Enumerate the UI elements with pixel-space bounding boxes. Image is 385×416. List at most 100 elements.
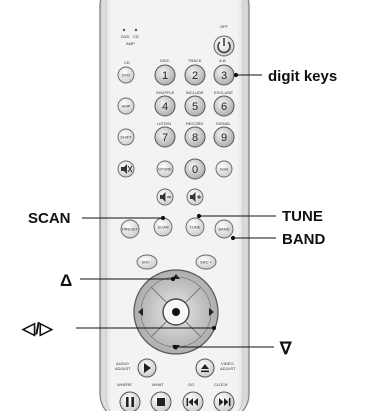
digit-6-label: 6 [221,101,227,113]
cd-indicator-label: CD [133,34,139,39]
digit-2-label: 2 [192,70,198,82]
audio-adjust-caption-2: ADJUST [115,366,131,371]
track-caption: TRACK [188,58,202,63]
digit-0-label: 0 [192,164,198,176]
band-button[interactable]: BAND [214,219,234,239]
dvd-led [122,28,126,32]
pause-button[interactable] [119,391,141,413]
select-dot-icon [172,308,180,316]
power-icon [217,38,231,54]
digit-3-button[interactable]: 3 [213,64,235,86]
volume-down-icon [160,192,171,202]
pause-icon [126,397,134,407]
what-caption: WHAT [152,382,164,387]
digit-6-button[interactable]: 6 [213,95,235,117]
disc-caption: DISC [160,58,170,63]
scan-button[interactable]: SCAN [153,217,173,237]
shift-label: SHIFT [120,135,132,140]
volume-up-button[interactable] [186,188,204,206]
band-callout: BAND [282,231,325,248]
src-plus-button[interactable]: SRC + [195,254,217,270]
eject-button[interactable] [195,358,215,378]
clock-caption: CLOCK [214,382,228,387]
digit-7-button[interactable]: 7 [154,126,176,148]
cd-mode-caption: CD [124,60,130,65]
digit-9-label: 9 [221,132,227,144]
digit-5-button[interactable]: 5 [184,95,206,117]
a-b-caption: A-B [219,58,226,63]
video-adjust-caption-2: ADJUST [220,366,236,371]
amp-mode-button[interactable]: AMP [117,97,135,115]
video-adjust-caption-1: VIDEO [221,361,233,366]
digit-3-label: 3 [221,70,227,82]
digit-8-button[interactable]: 8 [184,126,206,148]
next-button[interactable] [213,391,235,413]
band-button-label: BAND [218,227,229,232]
up-callout: Δ [60,271,72,290]
down-callout: ∇ [279,339,292,358]
shuffle-caption: SHUFFLE [156,90,175,95]
exclude-caption: EXCLUDE [214,90,233,95]
audio-adjust-caption-1: AUDIO [116,361,129,366]
volume-up-icon [190,192,201,202]
play-icon [144,363,151,373]
stop-button[interactable] [150,391,172,413]
mute-button[interactable] [117,160,135,178]
preset-button[interactable]: PRESET [120,219,140,239]
power-button[interactable] [213,35,235,57]
volume-down-button[interactable] [156,188,174,206]
digit-9-button[interactable]: 9 [213,126,235,148]
tune-button[interactable]: TUNE [185,217,205,237]
nav-right-button[interactable] [209,308,214,316]
mute-icon [121,164,133,174]
callout-lines [76,72,276,350]
digit-0-button[interactable]: 0 [184,158,206,180]
store-label: STORE [158,167,172,172]
digit-8-label: 8 [192,132,198,144]
scan-button-label: SCAN [157,225,168,230]
stop-icon [157,398,165,406]
sub-button[interactable]: SUB [215,160,233,178]
go-caption: GO [188,382,194,387]
preset-label: PRESET [122,227,139,232]
digit-keys-callout: digit keys [268,68,337,85]
digit-1-label: 1 [162,70,168,82]
amp-mode-label: AMP [122,104,131,109]
tune-button-label: TUNE [190,225,201,230]
scan-callout: SCAN [28,210,71,227]
left-right-callout: ◁/▷ [21,319,54,338]
digit-2-button[interactable]: 2 [184,64,206,86]
eject-icon [201,364,209,373]
tune-callout: TUNE [282,208,323,225]
shift-button[interactable]: SHIFT [117,128,135,146]
record-caption: RECORD [186,121,203,126]
dvd-indicator-label: DVD [121,34,130,39]
digit-7-label: 7 [162,132,168,144]
previous-icon [186,398,198,406]
nav-left-button[interactable] [138,308,143,316]
digit-4-label: 4 [162,101,168,113]
digit-4-button[interactable]: 4 [154,95,176,117]
right-arrow-icon [209,308,214,316]
src-minus-button[interactable]: SRC - [136,254,158,270]
store-button[interactable]: STORE [156,160,174,178]
digit-1-button[interactable]: 1 [154,64,176,86]
nav-select-button[interactable] [162,298,190,326]
digit-5-label: 5 [192,101,198,113]
src-minus-label: SRC - [142,260,154,265]
src-plus-label: SRC + [200,260,213,265]
sub-label: SUB [220,167,229,172]
dvd-mode-button[interactable]: DVD [117,66,135,84]
dvd-mode-label: DVD [122,73,131,78]
signal-caption: SIGNAL [216,121,231,126]
previous-button[interactable] [182,391,204,413]
amp-indicator-label: AMP [126,41,135,46]
remote-inner-edge [105,0,244,416]
left-arrow-icon [138,308,143,316]
play-button[interactable] [137,358,157,378]
off-label: OFF [220,24,229,29]
where-caption: WHERE [117,382,132,387]
include-caption: INCLUDE [186,90,204,95]
